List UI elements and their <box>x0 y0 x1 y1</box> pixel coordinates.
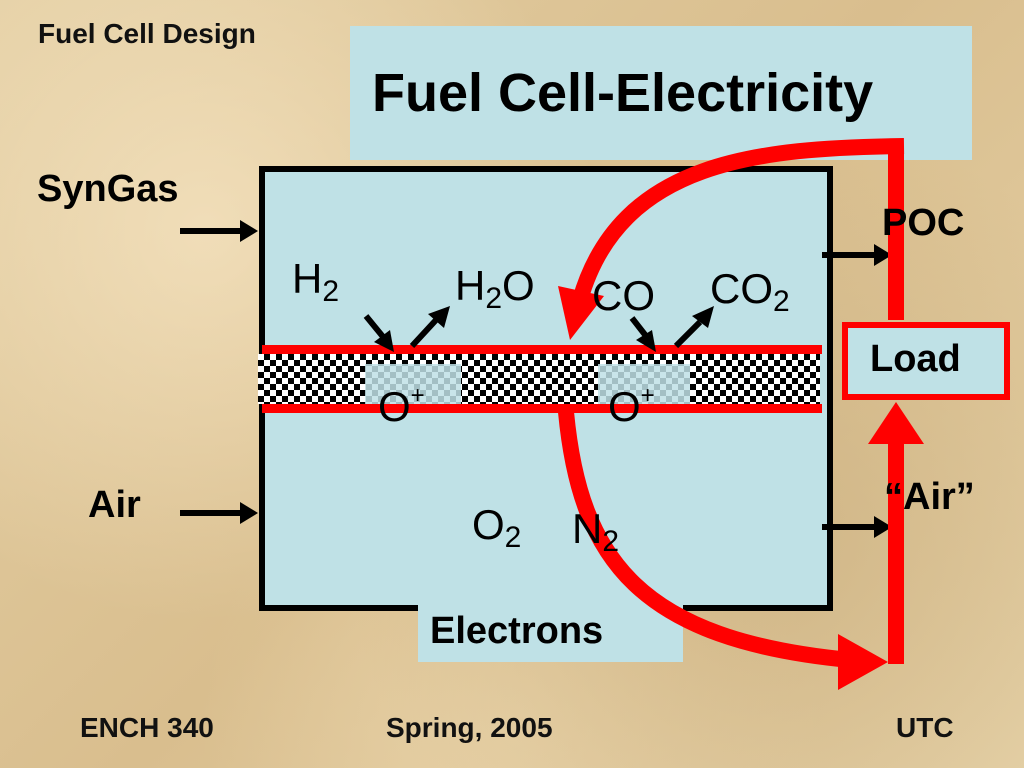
h2o-species: H2O <box>455 262 535 315</box>
anode-electrode-line <box>262 345 822 354</box>
load-box <box>842 322 1010 400</box>
h2-in-arrow <box>363 314 394 352</box>
n2-species: N2 <box>572 505 620 558</box>
electrolyte-membrane <box>258 354 820 404</box>
air-out-label: “Air” <box>884 476 975 518</box>
electrons-label: Electrons <box>430 610 604 652</box>
o2-species: O2 <box>472 501 522 554</box>
ion-window-left <box>365 364 461 408</box>
air-label: Air <box>88 484 141 526</box>
footer-school: UTC <box>896 712 954 743</box>
ion-window-right <box>598 364 690 408</box>
oxide-ion-left: O+ <box>378 382 425 430</box>
main-title: Fuel Cell-Electricity <box>372 63 874 123</box>
syngas-inlet-arrow <box>180 220 258 242</box>
air-outlet-arrow <box>822 516 892 538</box>
footer-course: ENCH 340 <box>80 712 214 743</box>
electron-circuit <box>558 138 924 690</box>
load-label: Load <box>870 338 961 380</box>
poc-outlet-arrow <box>822 244 892 266</box>
course-title: Fuel Cell Design <box>38 18 256 49</box>
cathode-electrode-line <box>262 404 822 413</box>
co2-out-arrow <box>673 306 714 349</box>
h2-species: H2 <box>292 255 340 308</box>
poc-label: POC <box>882 202 965 244</box>
co-species: CO <box>592 272 655 319</box>
air-inlet-arrow <box>180 502 258 524</box>
syngas-label: SynGas <box>37 168 179 210</box>
co2-species: CO2 <box>710 265 790 318</box>
co-in-arrow <box>629 316 656 352</box>
electrons-box <box>418 602 683 662</box>
title-box <box>350 26 972 160</box>
oxide-ion-right: O+ <box>608 382 655 430</box>
h2o-out-arrow <box>409 306 450 349</box>
footer-term: Spring, 2005 <box>386 712 553 743</box>
